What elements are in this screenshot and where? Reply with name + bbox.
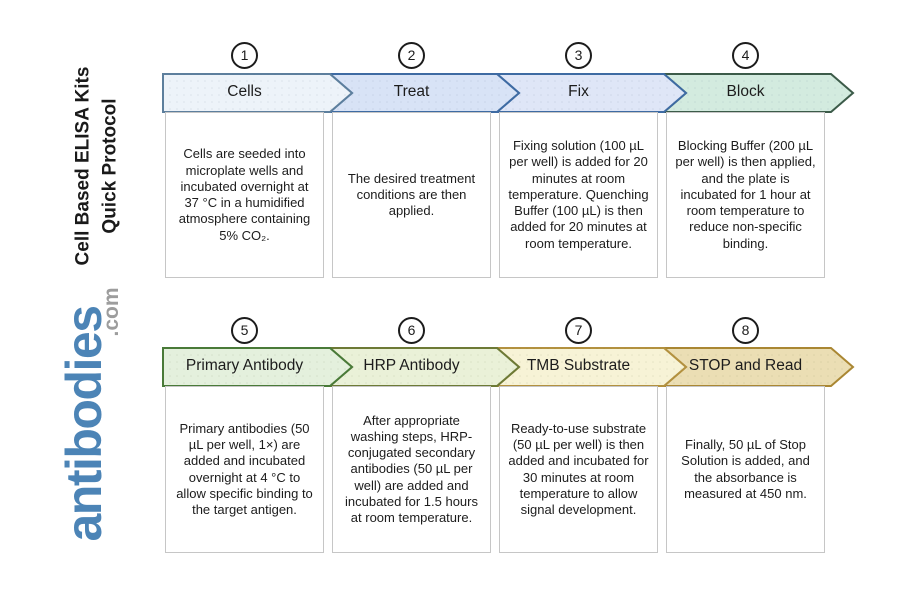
step-label-7: TMB Substrate (526, 357, 631, 374)
step-description-6: After appropriate washing steps, HRP-con… (332, 386, 491, 553)
step-label-1: Cells (227, 83, 262, 100)
step-number-8: 8 (741, 322, 750, 338)
step-number-badge-2: 2 (398, 41, 425, 69)
step-number-6: 6 (407, 322, 416, 338)
step-number-7: 7 (574, 322, 583, 338)
arrow-band-row-1 (162, 73, 855, 113)
step-number-badge-3: 3 (565, 41, 592, 69)
step-label-6: HRP Antibody (363, 357, 460, 374)
step-number-row-1: 1 2 3 4 (161, 41, 829, 69)
antibodies-logo-suffix: .com (100, 287, 123, 337)
step-number-5: 5 (240, 322, 249, 338)
step-label-4: Block (726, 83, 765, 100)
step-arrow-7-texture (497, 348, 686, 386)
step-number-1: 1 (240, 47, 249, 63)
step-number-badge-6: 6 (398, 316, 425, 344)
step-description-1: Cells are seeded into microplate wells a… (165, 112, 324, 278)
step-arrow-5-texture (163, 348, 352, 386)
page-title: Cell Based ELISA Kits Quick Protocol (70, 31, 123, 301)
step-number-badge-8: 8 (732, 316, 759, 344)
step-number-badge-4: 4 (732, 41, 759, 69)
step-description-7: Ready-to-use substrate (50 µL per well) … (499, 386, 658, 553)
antibodies-logo: antibodies (56, 306, 112, 542)
step-arrow-4-texture (664, 74, 853, 112)
step-number-2: 2 (407, 47, 416, 63)
step-label-2: Treat (393, 83, 430, 100)
step-number-badge-7: 7 (565, 316, 592, 344)
step-number-badge-5: 5 (231, 316, 258, 344)
step-description-8: Finally, 50 µL of Stop Solution is added… (666, 386, 825, 553)
step-arrow-1-texture (163, 74, 352, 112)
step-description-row-1: Cells are seeded into microplate wells a… (161, 112, 829, 278)
step-description-5: Primary antibodies (50 µL per well, 1×) … (165, 386, 324, 553)
step-arrow-2-texture (330, 74, 519, 112)
step-description-4: Blocking Buffer (200 µL per well) is the… (666, 112, 825, 278)
step-number-3: 3 (574, 47, 583, 63)
step-label-row-1: Cells Treat Fix Block (161, 72, 829, 112)
step-label-5: Primary Antibody (185, 357, 304, 374)
step-number-row-2: 5 6 7 8 (161, 316, 829, 344)
step-arrow-6-texture (330, 348, 519, 386)
step-description-2: The desired treatment conditions are the… (332, 112, 491, 278)
page-title-line2: Quick Protocol (99, 98, 120, 234)
step-description-3: Fixing solution (100 µL per well) is add… (499, 112, 658, 278)
arrow-band-row-2 (162, 347, 855, 387)
page-title-line1: Cell Based ELISA Kits (72, 66, 94, 266)
step-number-badge-1: 1 (231, 41, 258, 69)
step-arrow-3-texture (497, 74, 686, 112)
step-arrow-8-texture (664, 348, 853, 386)
step-description-row-2: Primary antibodies (50 µL per well, 1×) … (161, 386, 829, 553)
step-label-3: Fix (568, 83, 589, 100)
step-label-row-2: Primary Antibody HRP Antibody TMB Substr… (161, 346, 829, 386)
step-number-4: 4 (741, 47, 750, 63)
step-label-8: STOP and Read (688, 357, 803, 374)
